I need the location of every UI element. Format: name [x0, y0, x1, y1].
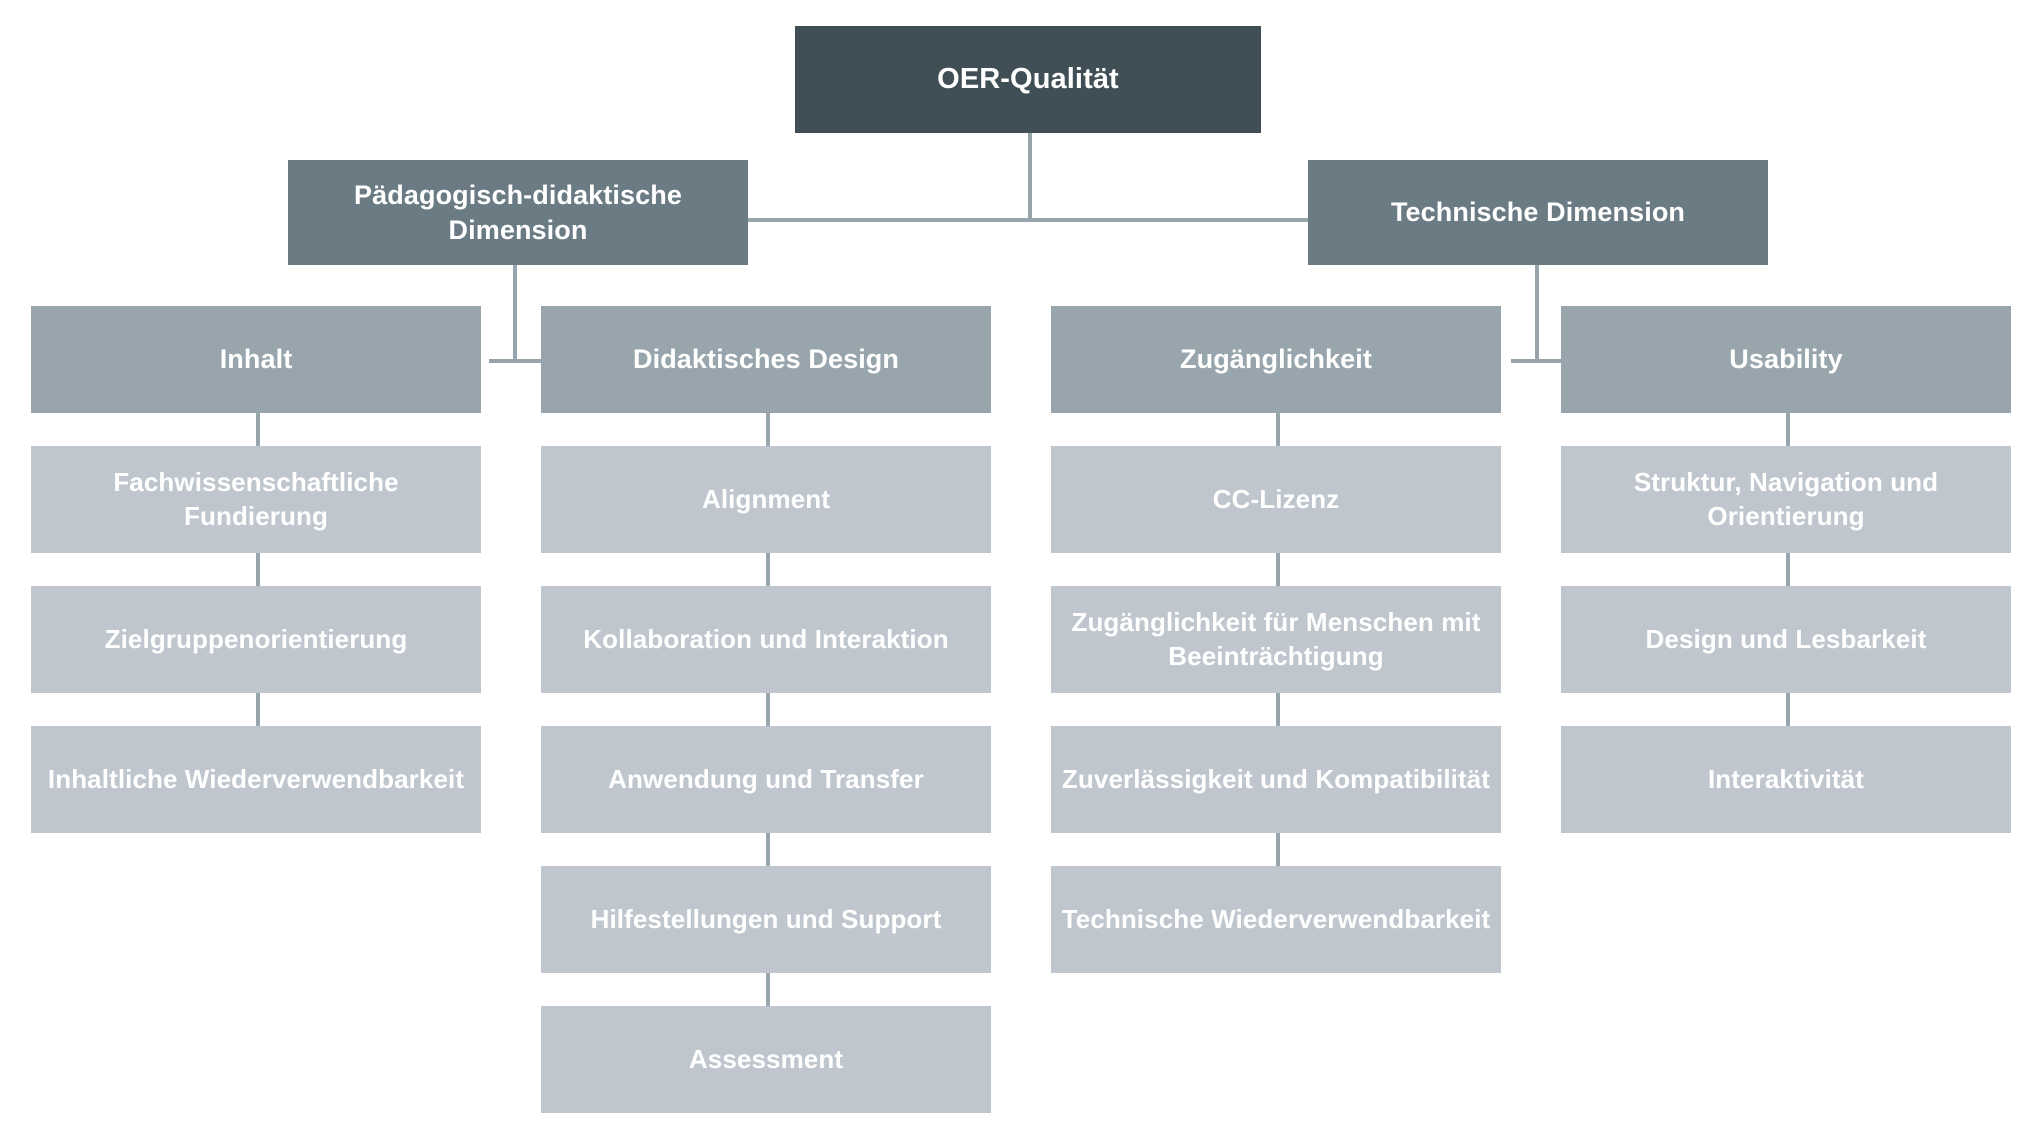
- node-category-usability[interactable]: Usability: [1561, 306, 2011, 413]
- node-criterion-inhaltliche-wiederverwendbarkeit[interactable]: Inhaltliche Wiederverwendbarkeit: [31, 726, 481, 833]
- node-category-didaktisches-design-label: Didaktisches Design: [633, 344, 899, 375]
- node-criterion-cc-lizenz-label: CC-Lizenz: [1212, 483, 1340, 514]
- node-dimension-pedagogical-didactic[interactable]: Pädagogisch-didaktische Dimension: [288, 160, 748, 265]
- node-criterion-technische-wiederverwendbarkeit[interactable]: Technische Wiederverwendbarkeit: [1051, 866, 1501, 973]
- node-criterion-zugaenglichkeit-fuer-menschen-mit-beeintraechtigung-label: Zugänglichkeit für Menschen mit Beeinträ…: [1071, 607, 1481, 671]
- node-criterion-zielgruppenorientierung[interactable]: Zielgruppenorientierung: [31, 586, 481, 693]
- connector-dimension-trunk: [742, 218, 1314, 222]
- node-criterion-struktur-navigation-und-orientierung[interactable]: Struktur, Navigation und Orientierung: [1561, 446, 2011, 553]
- node-category-didaktisches-design[interactable]: Didaktisches Design: [541, 306, 991, 413]
- node-criterion-assessment-label: Assessment: [688, 1043, 844, 1074]
- node-criterion-technische-wiederverwendbarkeit-label: Technische Wiederverwendbarkeit: [1061, 903, 1491, 934]
- node-criterion-assessment[interactable]: Assessment: [541, 1006, 991, 1113]
- node-criterion-cc-lizenz[interactable]: CC-Lizenz: [1051, 446, 1501, 553]
- node-criterion-hilfestellungen-und-support[interactable]: Hilfestellungen und Support: [541, 866, 991, 973]
- node-category-zugaenglichkeit[interactable]: Zugänglichkeit: [1051, 306, 1501, 413]
- node-criterion-design-und-lesbarkeit-label: Design und Lesbarkeit: [1645, 623, 1927, 654]
- node-category-usability-label: Usability: [1729, 344, 1843, 375]
- node-category-inhalt-label: Inhalt: [219, 344, 293, 375]
- node-criterion-alignment[interactable]: Alignment: [541, 446, 991, 553]
- node-criterion-design-und-lesbarkeit[interactable]: Design und Lesbarkeit: [1561, 586, 2011, 693]
- connector-dim2-stem: [1535, 265, 1539, 360]
- node-category-inhalt[interactable]: Inhalt: [31, 306, 481, 413]
- node-criterion-kollaboration-und-interaktion-label: Kollaboration und Interaktion: [583, 623, 949, 654]
- node-criterion-struktur-navigation-und-orientierung-label: Struktur, Navigation und Orientierung: [1633, 467, 1939, 531]
- node-dimension-pedagogical-didactic-label: Pädagogisch-didaktische Dimension: [354, 179, 682, 245]
- node-criterion-anwendung-und-transfer[interactable]: Anwendung und Transfer: [541, 726, 991, 833]
- node-criterion-hilfestellungen-und-support-label: Hilfestellungen und Support: [590, 903, 942, 934]
- connector-dim1-stem: [513, 265, 517, 360]
- node-criterion-zuverlaessigkeit-und-kompatibilitaet[interactable]: Zuverlässigkeit und Kompatibilität: [1051, 726, 1501, 833]
- node-dimension-technical[interactable]: Technische Dimension: [1308, 160, 1768, 265]
- node-criterion-inhaltliche-wiederverwendbarkeit-label: Inhaltliche Wiederverwendbarkeit: [47, 763, 465, 794]
- node-category-zugaenglichkeit-label: Zugänglichkeit: [1180, 344, 1372, 375]
- node-criterion-interaktivitaet[interactable]: Interaktivität: [1561, 726, 2011, 833]
- connector-dim2-branch: [1511, 359, 1567, 363]
- node-criterion-alignment-label: Alignment: [701, 483, 830, 514]
- node-criterion-fachwissenschaftliche-fundierung[interactable]: Fachwissenschaftliche Fundierung: [31, 446, 481, 553]
- node-criterion-interaktivitaet-label: Interaktivität: [1707, 763, 1864, 794]
- node-criterion-zuverlaessigkeit-und-kompatibilitaet-label: Zuverlässigkeit und Kompatibilität: [1061, 763, 1491, 794]
- connector-dim1-branch: [489, 359, 545, 363]
- node-criterion-zugaenglichkeit-fuer-menschen-mit-beeintraechtigung[interactable]: Zugänglichkeit für Menschen mit Beeinträ…: [1051, 586, 1501, 693]
- node-dimension-technical-label: Technische Dimension: [1390, 197, 1686, 228]
- node-criterion-anwendung-und-transfer-label: Anwendung und Transfer: [608, 763, 924, 794]
- node-criterion-fachwissenschaftliche-fundierung-label: Fachwissenschaftliche Fundierung: [113, 467, 399, 531]
- node-criterion-kollaboration-und-interaktion[interactable]: Kollaboration und Interaktion: [541, 586, 991, 693]
- node-criterion-zielgruppenorientierung-label: Zielgruppenorientierung: [104, 623, 408, 654]
- node-root-label: OER-Qualität: [937, 62, 1119, 95]
- node-root-oer-quality[interactable]: OER-Qualität: [795, 26, 1261, 133]
- connector-root-stem: [1028, 133, 1032, 218]
